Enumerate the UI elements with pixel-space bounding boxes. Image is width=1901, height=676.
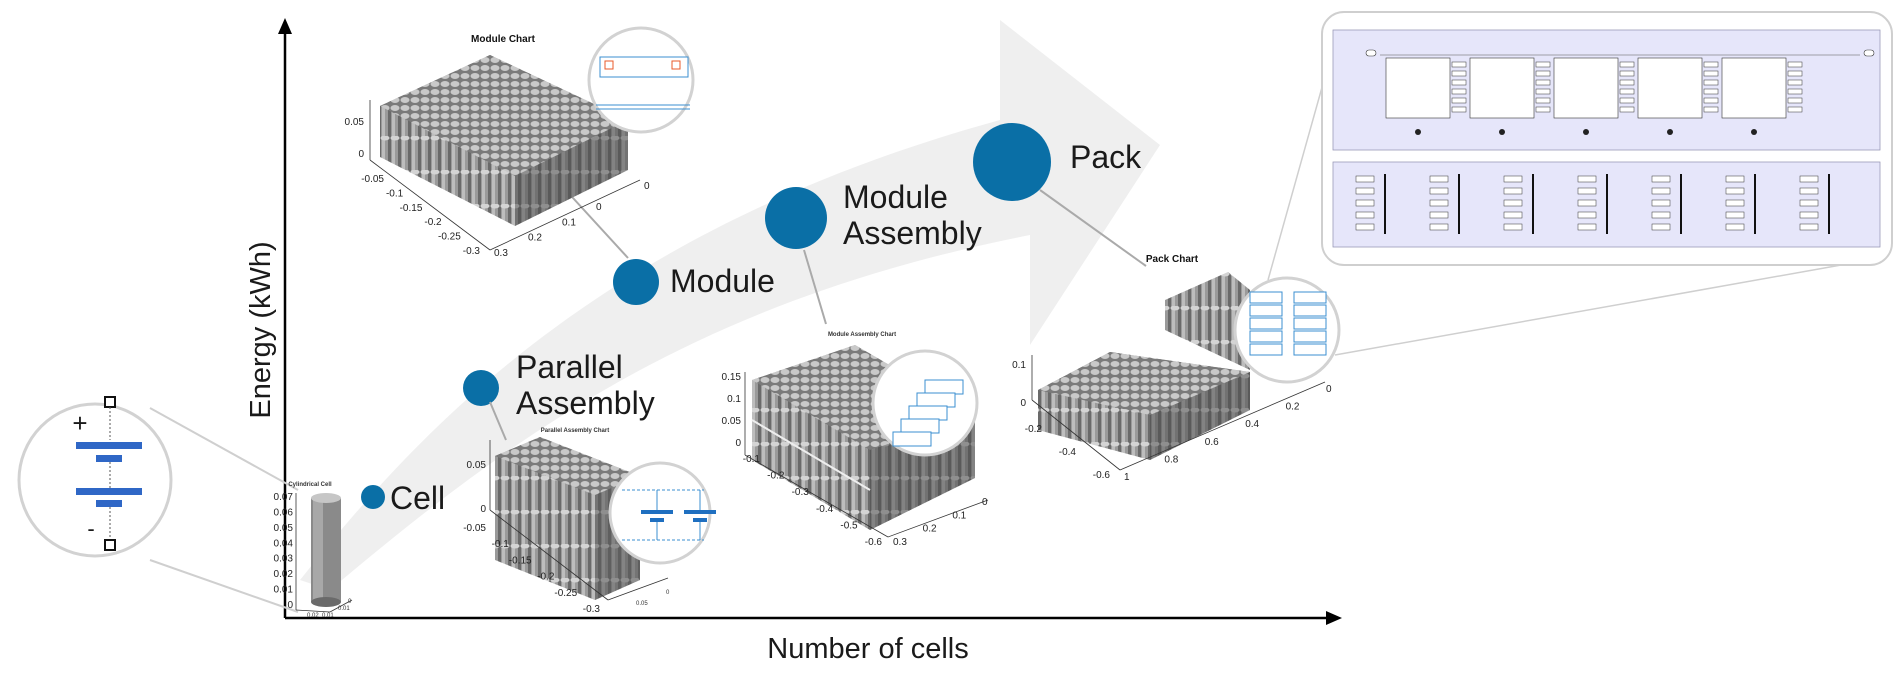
parallel-x-tick: -0.15: [509, 555, 532, 566]
module-assembly-y-tick: 0.2: [923, 524, 937, 535]
module-x-tick: -0.2: [424, 217, 442, 228]
cell-chart-title: Cylindrical Cell: [288, 482, 332, 488]
pack-y-tick: 0.4: [1245, 419, 1259, 430]
stage-dot-parallel-assembly: [463, 370, 499, 406]
module-y-tick: 0.2: [528, 233, 542, 244]
cell-y-tick: 0.01: [338, 606, 350, 612]
stage-label-module-assembly-line2: Assembly: [843, 215, 982, 251]
cell-z-tick: 0.02: [274, 569, 294, 580]
stage-dot-cell: [361, 485, 385, 509]
module-assembly-x-tick: -0.6: [865, 537, 883, 548]
battery-plus-sign: +: [72, 408, 87, 438]
pack-chart: Pack Chart 0.1 0 -0.2 -0.4 -0.6 1 0.8 0.6 0.4 0…: [1012, 15, 1859, 483]
pack-chart-title: Pack Chart: [1146, 254, 1199, 265]
x-axis-label: Number of cells: [767, 633, 968, 665]
cell-z-tick: 0.04: [274, 538, 294, 549]
module-chart: Module Chart 0.05 0 -0.05-0.1 -0.15-0.2 -0.…: [345, 26, 695, 259]
module-z-tick: 0.05: [345, 117, 365, 128]
module-assembly-y-tick: 0.3: [893, 537, 907, 548]
pack-y-tick: 0: [1326, 384, 1332, 395]
pack-z-tick: 0.1: [1012, 360, 1026, 371]
module-assembly-chart: Module Assembly Chart 0.150.10.050 -0.1-…: [722, 332, 989, 548]
cell-z-tick: 0.07: [274, 492, 294, 503]
module-x-tick: -0.3: [463, 246, 481, 257]
parallel-x-tick: -0.25: [554, 588, 577, 599]
pack-y-tick: 0.8: [1164, 454, 1178, 465]
module-assembly-x-tick: -0.5: [840, 520, 858, 531]
module-assembly-x-tick: -0.3: [792, 487, 810, 498]
cell-y-tick: 0: [348, 599, 352, 605]
module-assembly-y-tick: 0: [982, 497, 988, 508]
cell-x-tick: 0.02: [307, 613, 319, 619]
parallel-z-tick: 0: [480, 504, 486, 515]
y-axis-arrowhead: [278, 18, 292, 34]
stage-dot-module-assembly: [765, 187, 827, 249]
module-assembly-y-tick: 0.1: [952, 510, 966, 521]
cell-cylinder-top: [311, 493, 341, 503]
module-x-tick: -0.1: [386, 188, 404, 199]
module-assembly-z-tick: 0.05: [722, 416, 742, 427]
pack-z-tick: 0: [1020, 398, 1026, 409]
module-x-tick: -0.15: [400, 203, 423, 214]
parallel-x-tick: -0.1: [492, 539, 510, 550]
module-chart-title: Module Chart: [471, 34, 536, 45]
y-axis-label: Energy (kWh): [245, 241, 277, 418]
module-y-tick: 0.3: [494, 248, 508, 259]
battery-symbol-zoom: + -: [17, 396, 173, 558]
battery-zoom-line-top: [149, 407, 299, 491]
pack-y-tick: 0.2: [1286, 402, 1300, 413]
x-axis-arrowhead: [1326, 611, 1342, 625]
stage-dot-module: [613, 259, 659, 305]
parallel-x-tick: -0.3: [583, 604, 601, 615]
parallel-y-tick: 0: [666, 590, 670, 596]
module-assembly-chart-title: Module Assembly Chart: [828, 332, 896, 338]
module-assembly-z-tick: 0.1: [727, 394, 741, 405]
parallel-z-tick: 0.05: [467, 460, 487, 471]
module-assembly-x-tick: -0.1: [743, 454, 761, 465]
module-assembly-z-tick: 0: [735, 438, 741, 449]
pack-x-tick: -0.2: [1025, 424, 1043, 435]
stage-label-parallel-assembly-line2: Assembly: [516, 385, 655, 421]
battery-zoom-line-bottom: [149, 559, 299, 613]
cell-x-tick: 0.01: [322, 613, 334, 619]
parallel-y-tick: 0.05: [636, 601, 648, 607]
module-y-tick: 0: [596, 202, 602, 213]
parallel-assembly-chart: Parallel Assembly Chart 0.05 0 -0.05 -0.1 -…: [463, 428, 716, 615]
cell-z-tick: 0.06: [274, 507, 294, 518]
stage-dot-pack: [973, 123, 1051, 201]
module-assembly-x-tick: -0.4: [816, 504, 834, 515]
module-z-tick: 0: [358, 149, 364, 160]
pack-x-tick: -0.6: [1093, 470, 1111, 481]
pack-y-tick: 0.6: [1205, 437, 1219, 448]
parallel-chart-title: Parallel Assembly Chart: [541, 428, 609, 434]
battery-minus-sign: -: [87, 516, 94, 541]
stage-label-module: Module: [670, 263, 775, 299]
stage-label-parallel-assembly-line1: Parallel: [516, 349, 623, 385]
cell-chart: Cylindrical Cell 0.07 0.06 0.05 0.04 0.03 0.0…: [274, 482, 353, 619]
module-origin-tick: 0: [644, 181, 650, 192]
stage-label-module-assembly-line1: Module: [843, 179, 948, 215]
parallel-x-tick: -0.05: [463, 523, 486, 534]
module-x-tick: -0.25: [438, 232, 461, 243]
cell-z-tick: 0.03: [274, 554, 294, 565]
module-y-tick: 0.1: [562, 217, 576, 228]
pack-y-tick: 1: [1124, 472, 1130, 483]
progression-arrow: [300, 20, 1160, 590]
parallel-x-tick: -0.2: [537, 572, 555, 583]
cell-z-tick: 0: [287, 600, 293, 611]
cell-z-tick: 0.01: [274, 585, 294, 596]
stage-label-cell: Cell: [390, 480, 445, 516]
module-x-tick: -0.05: [361, 174, 384, 185]
module-assembly-x-tick: -0.2: [767, 471, 785, 482]
cell-z-tick: 0.05: [274, 523, 294, 534]
module-assembly-z-tick: 0.15: [722, 372, 742, 383]
pack-x-tick: -0.4: [1059, 447, 1077, 458]
stage-label-pack: Pack: [1070, 139, 1142, 175]
pack-model-diagram: [1321, 11, 1893, 266]
